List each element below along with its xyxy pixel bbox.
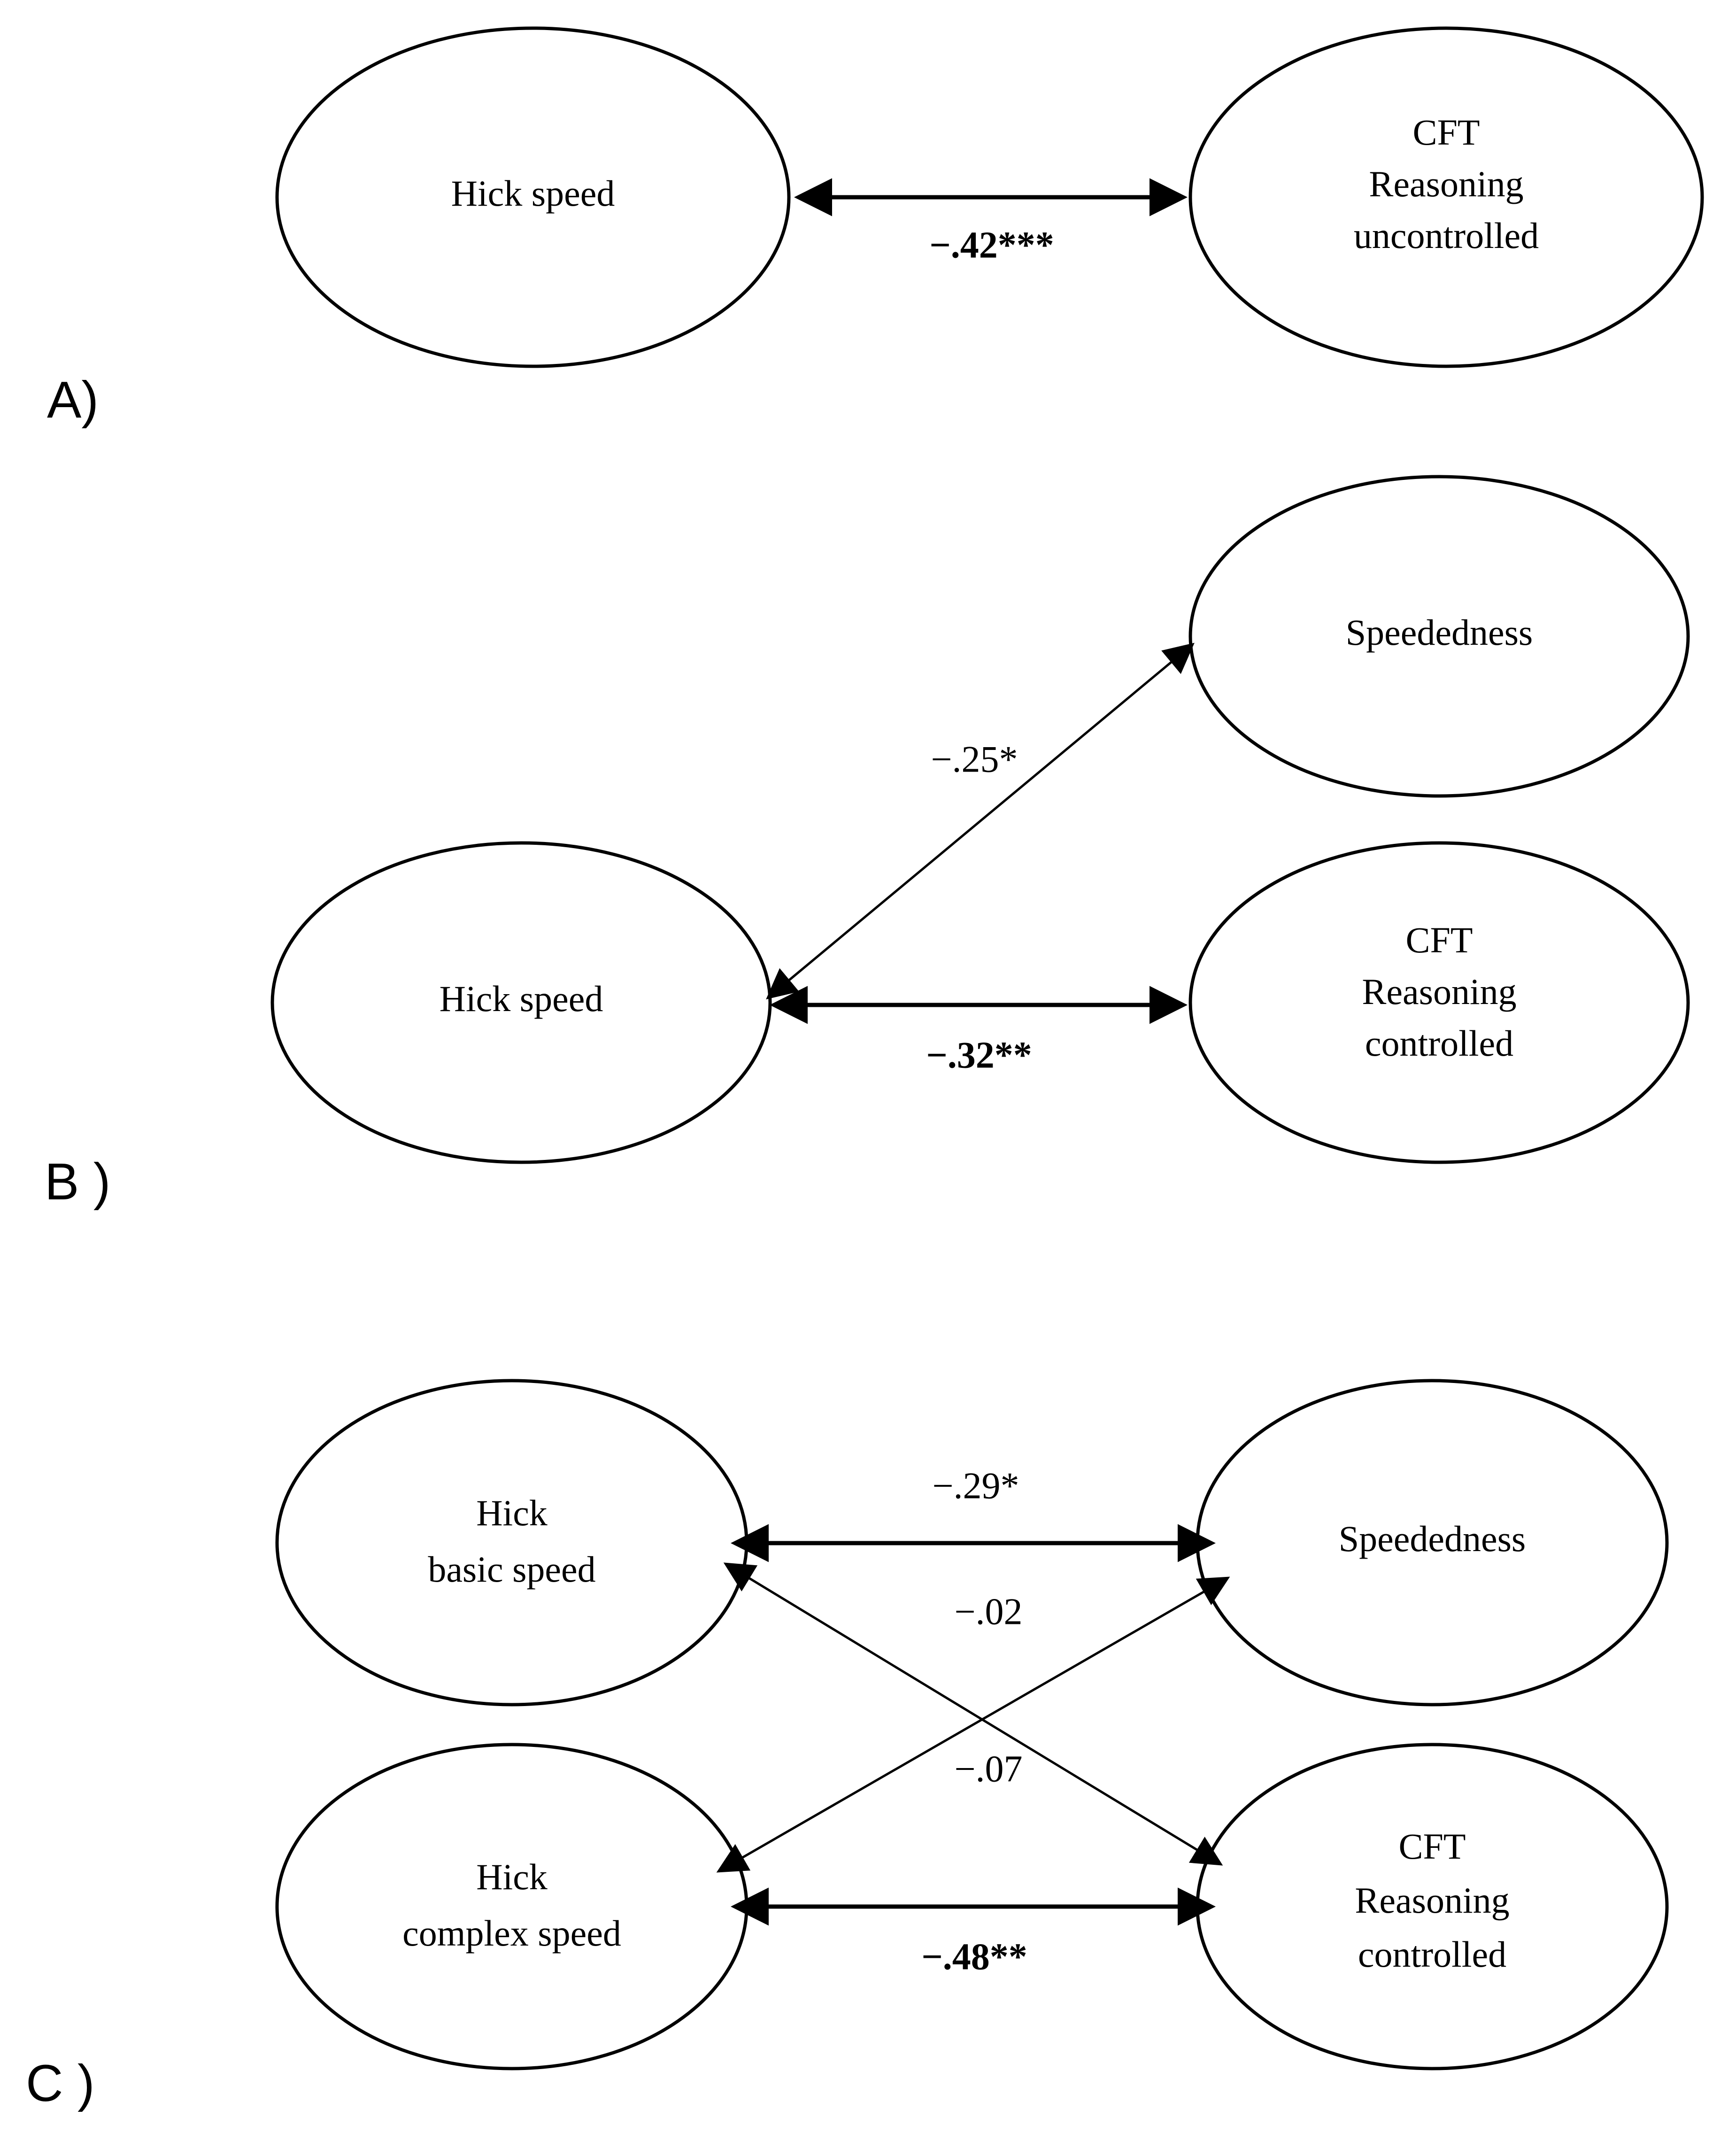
path-b-1-line[interactable] (766, 642, 1195, 1000)
node-cft-uncontrolled-label-line2: Reasoning (1369, 163, 1523, 204)
path-c-3-line[interactable] (723, 1562, 1223, 1866)
path-b-1-coefficient: −.25* (931, 739, 1018, 780)
path-c-4-coefficient: −.48** (921, 1936, 1027, 1977)
node-hick-complex-speed-ellipse[interactable] (275, 1743, 748, 2070)
node-cft-controlled-c-label-line2: Reasoning (1355, 1880, 1509, 1921)
path-c-3-coefficient: −.07 (954, 1748, 1022, 1790)
node-cft-controlled-c-label-line3: controlled (1358, 1934, 1506, 1975)
node-cft-controlled-b-ellipse[interactable] (1188, 841, 1690, 1164)
panel-c: Hick basic speed Speededness Hick comple… (26, 1379, 1669, 2112)
node-cft-uncontrolled-label-line1: CFT (1412, 112, 1480, 153)
node-cft-controlled-b-label-line2: Reasoning (1362, 971, 1516, 1012)
path-b-2-coefficient: −.32** (926, 1035, 1032, 1076)
panel-b-letter: B ) (45, 1153, 111, 1211)
node-cft-controlled-c-label-line1: CFT (1398, 1826, 1466, 1867)
node-cft-controlled-b-label-line3: controlled (1365, 1023, 1513, 1064)
node-hick-complex-speed-label-line1: Hick (476, 1856, 548, 1897)
panel-b: Hick speed Speededness CFT Reasoning con… (45, 475, 1690, 1211)
path-c-1-coefficient: −.29* (932, 1465, 1019, 1506)
node-cft-uncontrolled-label-line3: uncontrolled (1354, 215, 1539, 256)
node-hick-basic-speed-label-line1: Hick (476, 1492, 548, 1533)
path-a-1-coefficient: −.42*** (929, 224, 1054, 266)
path-c-2-coefficient: −.02 (954, 1591, 1022, 1632)
node-hick-basic-speed-label-line2: basic speed (428, 1549, 595, 1590)
node-hick-speed-a-label: Hick speed (451, 173, 615, 214)
panel-c-letter: C ) (26, 2055, 95, 2112)
node-hick-complex-speed-label-line2: complex speed (402, 1913, 621, 1954)
panel-a: Hick speed CFT Reasoning uncontrolled −.… (47, 26, 1704, 429)
node-cft-uncontrolled-ellipse[interactable] (1188, 26, 1704, 368)
node-cft-controlled-b-label-line1: CFT (1405, 919, 1473, 960)
node-speededness-b-label: Speededness (1346, 612, 1533, 653)
node-speededness-c-label: Speededness (1339, 1518, 1526, 1559)
panel-a-letter: A) (47, 371, 99, 429)
node-hick-basic-speed-ellipse[interactable] (275, 1379, 748, 1707)
node-hick-speed-b-label: Hick speed (440, 978, 603, 1019)
node-speededness-b-ellipse[interactable] (1188, 475, 1690, 798)
node-hick-speed-a-ellipse[interactable] (275, 26, 791, 368)
